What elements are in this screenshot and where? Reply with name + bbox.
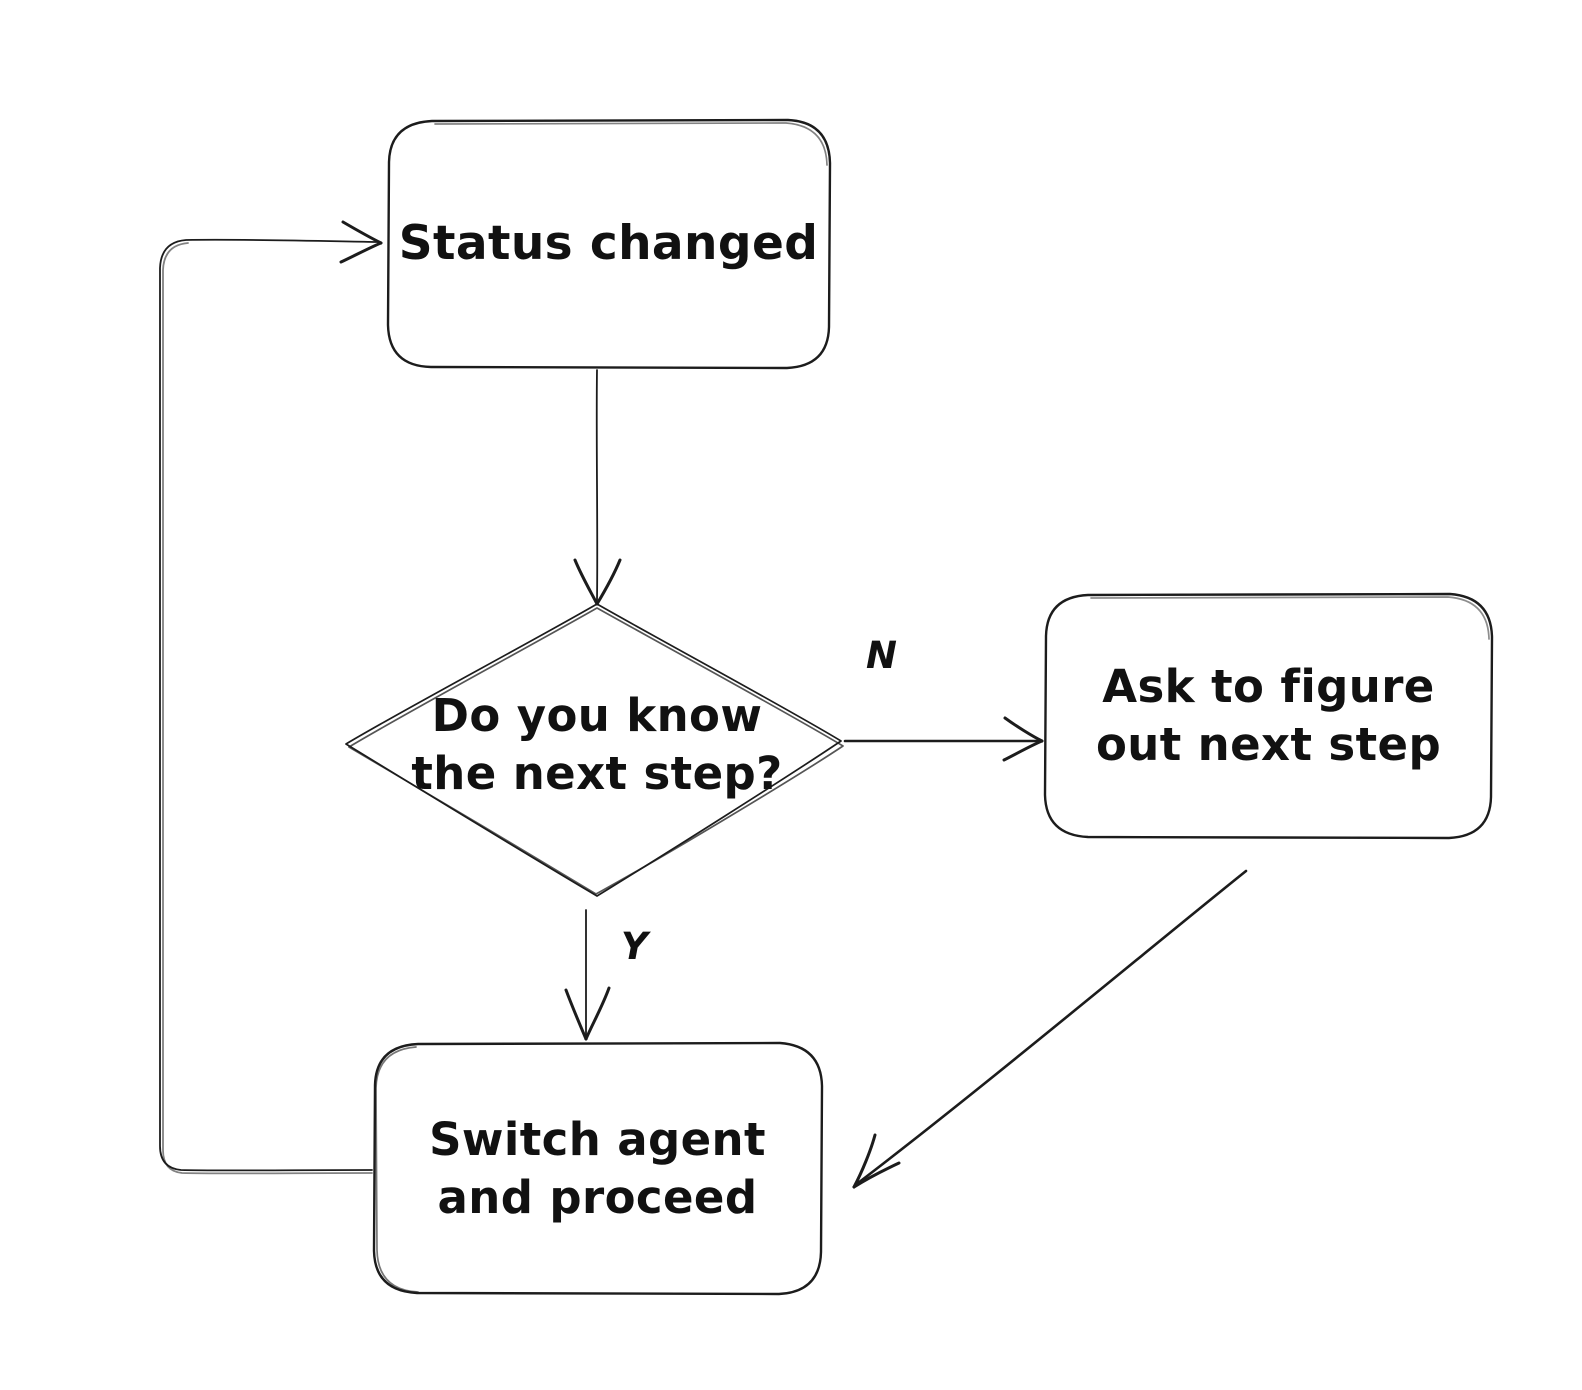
edge-decision-to-ask	[843, 716, 1044, 762]
edge-status-to-decision	[573, 369, 622, 606]
edge-decision-to-switch	[564, 909, 611, 1041]
shape-decision-diamond[interactable]	[345, 603, 844, 897]
edge-label-yes: Y	[621, 925, 649, 968]
shape-status-changed[interactable]	[386, 118, 832, 370]
edge-ask-to-switch	[852, 869, 1248, 1189]
shape-switch-agent[interactable]	[372, 1041, 824, 1296]
edge-switch-to-status	[159, 220, 383, 1175]
edge-label-no: N	[866, 634, 898, 677]
shape-ask-next-step[interactable]	[1043, 592, 1494, 840]
